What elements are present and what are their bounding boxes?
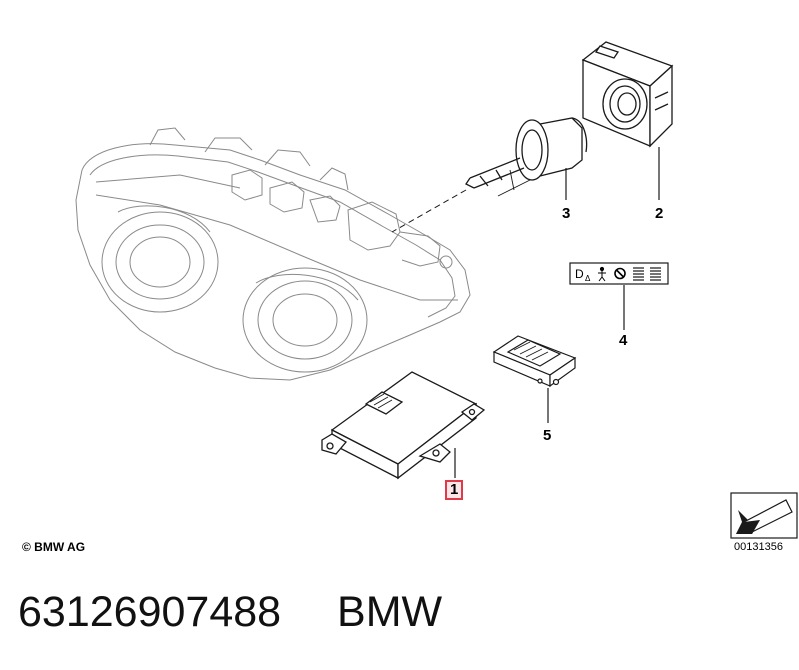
part-5-module	[492, 335, 577, 388]
callout-1: 1	[445, 480, 464, 500]
part-1-control-unit	[321, 371, 486, 480]
label-triangle-symbol: Δ	[585, 274, 591, 283]
diagram-id: 00131356	[734, 541, 783, 553]
footer: 63126907488 BMW	[18, 587, 442, 647]
part-2-ignitor	[581, 41, 674, 148]
part-4-warning-label: D Δ	[569, 262, 669, 285]
headlight-housing	[75, 127, 471, 381]
callout-4: 4	[619, 332, 628, 349]
person-icon	[598, 266, 606, 282]
copyright-notice: © BMW AG	[22, 540, 86, 554]
part-number: 63126907488	[18, 588, 282, 636]
bulb-dashed-leader	[391, 189, 467, 233]
part-3-xenon-bulb	[465, 117, 588, 197]
callout-2: 2	[655, 205, 664, 222]
label-d-symbol: D	[575, 267, 584, 281]
callout-3: 3	[562, 205, 571, 222]
prohibited-icon	[614, 267, 626, 280]
callout-5: 5	[543, 427, 552, 444]
exploded-parts-diagram: D Δ	[75, 41, 798, 539]
text-lines-icon	[633, 267, 661, 281]
brand-name: BMW	[337, 588, 443, 636]
view-arrow-icon	[730, 492, 798, 539]
